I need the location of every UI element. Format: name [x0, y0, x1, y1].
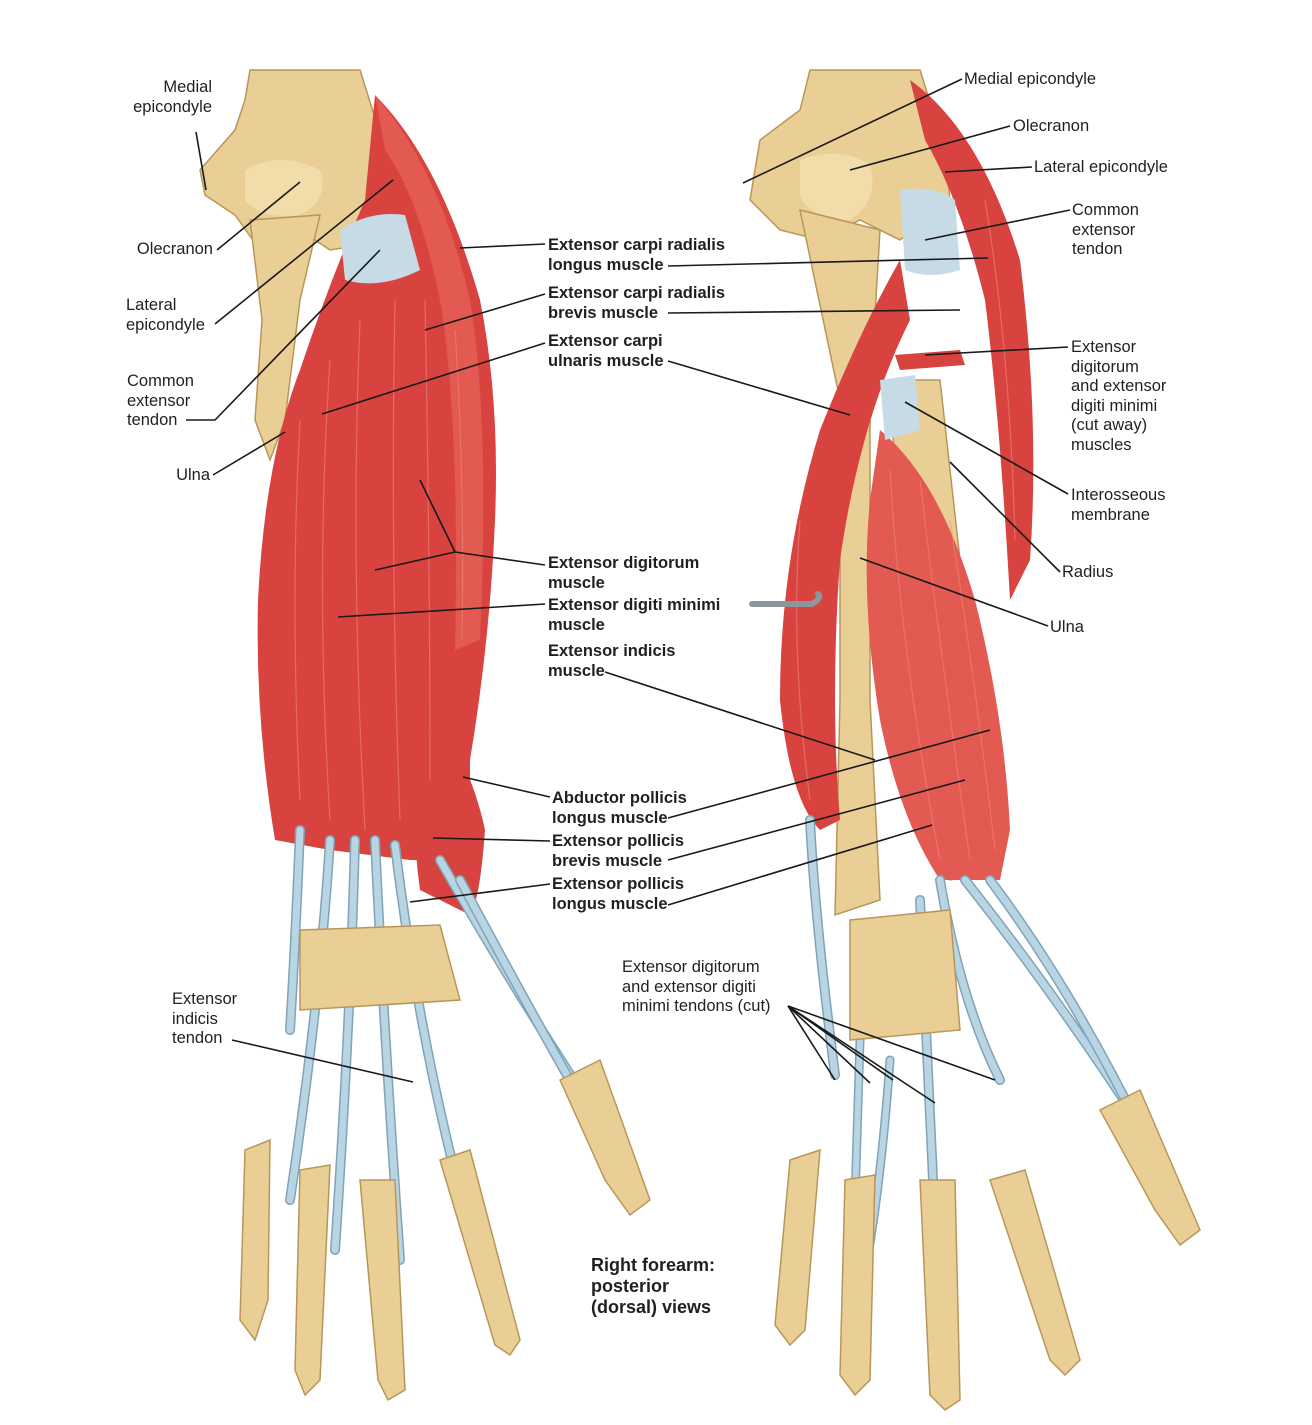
right-label-common-extensor-tendon: Common extensor tendon	[1072, 201, 1139, 258]
right-hand-bones	[774, 909, 1201, 1411]
right-label-cut-tendons: Extensor digitorum and extensor digiti m…	[622, 958, 771, 1015]
right-label-radius: Radius	[1062, 563, 1114, 581]
left-label-extensor-indicis-tendon: Extensor indicis tendon	[172, 990, 238, 1047]
right-cut-edm	[895, 350, 965, 370]
left-ecrl	[375, 95, 484, 650]
right-common-extensor-tendon	[900, 188, 960, 275]
label-ed: Extensor digitorum muscle	[548, 554, 700, 592]
label-ecrl: Extensor carpi radialis longus muscle	[548, 236, 725, 274]
figure-title-line-3: (dorsal) views	[591, 1297, 712, 1317]
retractor-hook	[749, 591, 823, 607]
left-label-common-extensor-tendon: Common extensor tendon	[127, 372, 194, 429]
label-ecu: Extensor carpi ulnaris muscle	[548, 332, 664, 370]
right-ecrl	[910, 80, 1034, 600]
right-label-olecranon: Olecranon	[1013, 117, 1090, 135]
label-epb: Extensor pollicis brevis muscle	[552, 832, 685, 870]
label-ecrb: Extensor carpi radialis brevis muscle	[548, 284, 725, 322]
right-label-ulna: Ulna	[1050, 618, 1084, 636]
figure-title-line-1: Right forearm:	[591, 1255, 716, 1275]
right-label-medial-epicondyle: Medial epicondyle	[964, 70, 1097, 88]
right-muscle-fibers	[796, 199, 1016, 861]
left-label-medial-epicondyle: Medial epicondyle	[133, 78, 212, 116]
right-ecu	[780, 260, 910, 830]
left-hand-bones	[239, 924, 651, 1402]
label-ei: Extensor indicis muscle	[548, 642, 676, 680]
left-forearm	[199, 69, 651, 1402]
left-label-olecranon: Olecranon	[136, 240, 213, 258]
left-label-lateral-epicondyle: Lateral epicondyle	[126, 296, 205, 334]
right-label-ed-edm-cut-away: Extensor digitorum and extensor digiti m…	[1071, 338, 1167, 454]
left-common-extensor-tendon	[340, 214, 420, 284]
left-muscle-mass	[257, 95, 496, 860]
right-olecranon	[800, 153, 873, 220]
left-apl-belly	[415, 710, 485, 915]
left-label-ulna: Ulna	[176, 466, 210, 484]
right-interosseous-membrane	[880, 375, 920, 440]
right-forearm	[749, 69, 1201, 1411]
right-label-lateral-epicondyle: Lateral epicondyle	[1034, 158, 1168, 176]
left-ulna-shaft	[249, 214, 321, 463]
leader-lines	[186, 78, 1071, 1104]
label-edm: Extensor digiti minimi muscle	[548, 596, 721, 634]
label-epl: Extensor pollicis longus muscle	[552, 875, 685, 913]
label-apl: Abductor pollicis longus muscle	[552, 789, 687, 827]
figure-title-line-2: posterior	[591, 1276, 670, 1296]
left-muscle-fibers	[294, 299, 464, 831]
right-deep-muscles	[866, 430, 1010, 880]
right-label-interosseous-membrane: Interosseous membrane	[1071, 486, 1166, 524]
left-olecranon	[245, 160, 323, 216]
